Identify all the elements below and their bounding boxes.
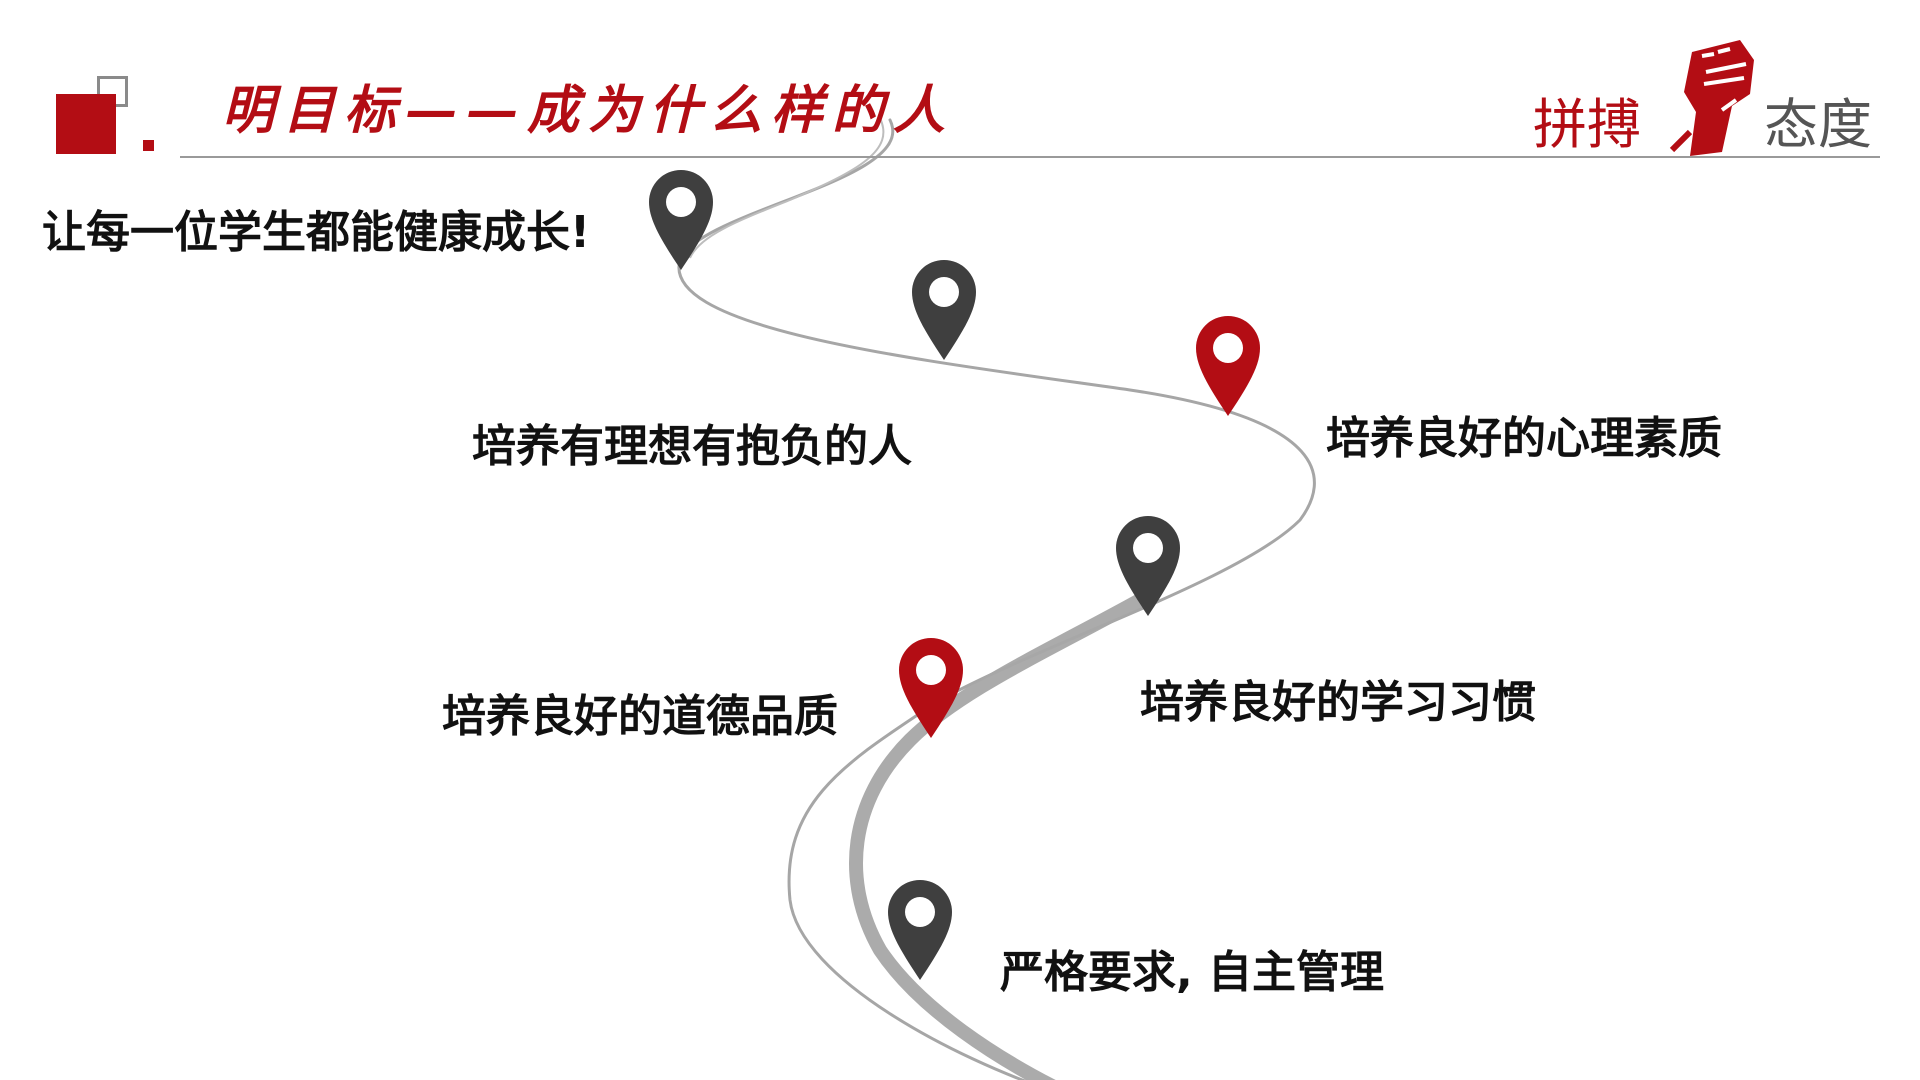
road-path-top [689,117,885,259]
pin-marker-5 [899,638,963,738]
milestone-label-1: 让每一位学生都能健康成长! [42,207,591,258]
header-divider [180,156,1880,158]
milestone-label-4: 培养良好的学习习惯 [1140,677,1536,728]
page-title: 明目标——成为什么样的人 [222,80,955,141]
pin-marker-3 [1196,316,1260,416]
pin-marker-6 [888,880,952,980]
road-path-lower [849,593,1147,1080]
milestone-label-6: 严格要求, 自主管理 [1000,947,1385,998]
pin-marker-1 [649,170,713,270]
milestone-label-3: 培养良好的心理素质 [1326,413,1722,464]
logo-red-square [56,94,116,154]
logo-dot [143,140,154,151]
pin-marker-2 [912,260,976,360]
brand-text-right: 态度 [1764,93,1872,156]
brand-text-left: 拼搏 [1533,93,1641,156]
milestone-label-2: 培养有理想有抱负的人 [472,421,912,472]
pin-marker-4 [1116,516,1180,616]
milestone-label-5: 培养良好的道德品质 [442,691,838,742]
raised-fist-icon [1669,40,1754,156]
